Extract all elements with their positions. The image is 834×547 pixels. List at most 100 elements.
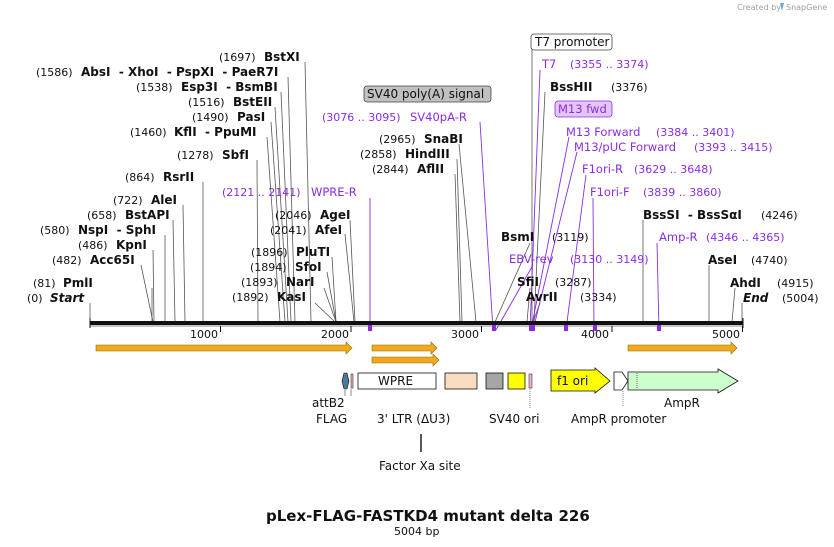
t7-promoter-label: T7 promoter	[534, 35, 610, 49]
enzyme-pos: (0)	[27, 292, 43, 305]
enzyme-pos: (658)	[87, 209, 117, 222]
backbone-line	[90, 321, 743, 325]
enzyme-pos: (2046)	[275, 209, 312, 222]
ampr-arrow	[627, 368, 739, 394]
enzyme-name: AflII	[417, 162, 444, 176]
primer-pos: (3629 .. 3648)	[634, 163, 713, 176]
primer-pos: (4346 .. 4365)	[706, 231, 785, 244]
flag-feature	[350, 373, 354, 389]
enzyme-name: KpnI	[116, 238, 147, 252]
primer-name: Amp-R	[659, 230, 698, 244]
primer-name: M13/pUC Forward	[574, 140, 676, 154]
wpre-label: WPRE	[378, 374, 413, 388]
enzyme-name: BssHII	[550, 80, 592, 94]
enzyme-leaders	[89, 48, 743, 323]
right-enzyme-labels: BssHII (3376) BsmI (3119) SfiI (3287) Av…	[501, 80, 819, 305]
enzyme-pos: (1538)	[136, 81, 173, 94]
enzyme-pos: (1893)	[241, 276, 278, 289]
feature-labels: attB2 FLAG 3' LTR (ΔU3) SV40 ori AmpR pr…	[312, 396, 700, 473]
primer-name: T7	[541, 57, 556, 71]
f1-ori-arrow	[550, 367, 611, 394]
enzyme-name: NspI - SphI	[78, 223, 156, 237]
primer-pos: (3384 .. 3401)	[656, 126, 735, 139]
tick-label-2000: 2000	[321, 328, 349, 341]
sv40-ori-label: SV40 ori	[489, 412, 540, 426]
m13-fwd-box	[554, 100, 613, 118]
enzyme-name: PmlI	[63, 276, 93, 290]
enzyme-pos: (3334)	[580, 291, 617, 304]
enzyme-pos: (2858)	[360, 148, 397, 161]
enzyme-pos: (3376)	[611, 81, 648, 94]
primer-pos: (3130 .. 3149)	[570, 253, 649, 266]
enzyme-pos: (5004)	[782, 292, 819, 305]
primer-name: M13 Forward	[566, 125, 640, 139]
sv40-polya-box-label	[363, 85, 492, 103]
primer-pos: (3839 .. 3860)	[643, 186, 722, 199]
sv40-ori-box	[507, 372, 526, 390]
enzyme-name: AleI	[151, 193, 177, 207]
wpre-box	[357, 372, 437, 390]
enzyme-name: AhdI	[730, 276, 761, 290]
credit-created-by: Created by	[737, 3, 781, 12]
boxed-labels: T7 promoter SV40 poly(A) signal M13 fwd	[363, 33, 613, 118]
orf-arrow-2	[371, 341, 438, 355]
enzyme-name: PasI	[237, 110, 265, 124]
sv40-polya-label: SV40 poly(A) signal	[367, 87, 484, 101]
enzyme-name: SfoI	[295, 260, 322, 274]
enzyme-pos: (3287)	[555, 276, 592, 289]
mid-enzyme-labels: (2046) AgeI (2041) AfeI (1896) PluTI (18…	[232, 132, 463, 304]
orf-arrow-3	[371, 353, 440, 367]
attb2-feature	[341, 372, 350, 390]
t7-promoter-feature	[528, 373, 533, 389]
primer-name: WPRE-R	[311, 185, 357, 199]
snapgene-logo-icon	[780, 3, 784, 11]
enzyme-name: AgeI	[320, 208, 350, 222]
enzyme-pos: (1490)	[192, 111, 229, 124]
enzyme-pos: (1278)	[177, 149, 214, 162]
left-enzyme-labels: (1697) BstXI (1586) AbsI - XhoI - PspXI …	[27, 50, 300, 305]
enzyme-pos: (1586)	[36, 66, 73, 79]
enzyme-name: AbsI - XhoI - PspXI - PaeR7I	[81, 65, 278, 79]
enzyme-pos: (2965)	[379, 133, 416, 146]
flag-label: FLAG	[316, 412, 347, 426]
enzyme-pos: (722)	[113, 194, 143, 207]
primer-name: F1ori-F	[590, 185, 630, 199]
enzyme-pos: (1896)	[251, 246, 288, 259]
enzyme-name: SnaBI	[424, 132, 463, 146]
enzyme-pos: (1892)	[232, 291, 269, 304]
orf-arrow-1	[95, 341, 353, 355]
primer-pos: (2121 .. 2141)	[222, 186, 301, 199]
enzyme-pos: (3119)	[552, 231, 589, 244]
attb2-label: attB2	[312, 396, 345, 410]
enzyme-name: PluTI	[296, 245, 330, 259]
primer-pos: (3355 .. 3374)	[570, 58, 649, 71]
ampr-label: AmpR	[664, 396, 700, 410]
enzyme-name: BstXI	[264, 50, 300, 64]
enzyme-pos: (2041)	[270, 224, 307, 237]
enzyme-name: BstAPI	[125, 208, 170, 222]
primer-pos: (3076 .. 3095)	[322, 111, 401, 124]
enzyme-pos: (4740)	[751, 254, 788, 267]
enzyme-name: BssSI - BssSαI	[643, 208, 742, 222]
map-title: pLex-FLAG-FASTKD4 mutant delta 226	[266, 507, 590, 525]
enzyme-pos: (486)	[78, 239, 108, 252]
primer-leaders	[369, 69, 660, 331]
enzyme-pos: (4246)	[761, 209, 798, 222]
enzyme-name: BsmI	[501, 230, 534, 244]
tick-label-5000: 5000	[712, 328, 740, 341]
sv40-polya-box	[485, 372, 504, 390]
primer-pos: (3393 .. 3415)	[694, 141, 773, 154]
orf-arrow-4	[627, 341, 738, 355]
enzyme-pos: (2844)	[372, 163, 409, 176]
enzyme-name: Esp3I - BsmBI	[181, 80, 278, 94]
axis-labels: 1000 2000 3000 4000 5000	[190, 328, 740, 341]
enzyme-name: AseI	[708, 253, 737, 267]
factor-xa-label: Factor Xa site	[379, 459, 461, 473]
enzyme-name: KasI	[277, 290, 306, 304]
enzyme-name: BstEII	[233, 95, 272, 109]
ltr-label: 3' LTR (ΔU3)	[377, 412, 450, 426]
enzyme-name: NarI	[286, 275, 315, 289]
ampr-promoter-arrow	[613, 371, 629, 391]
map-subtitle: 5004 bp	[394, 525, 439, 538]
